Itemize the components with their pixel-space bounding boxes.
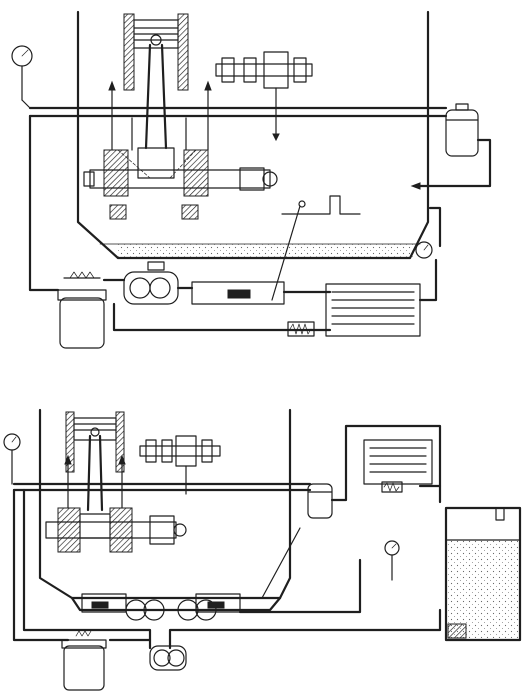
camshaft-top — [215, 51, 313, 142]
pressure-gauge-icon — [11, 45, 33, 109]
scavenge-pumps-bottom — [81, 593, 241, 621]
fine-filter-bottom — [307, 483, 333, 519]
coarse-filter-bottom — [61, 630, 107, 691]
panel-top — [11, 10, 492, 349]
connecting-rod-top — [137, 43, 175, 179]
dipstick-top — [271, 195, 361, 301]
oil-radiator-top — [325, 258, 438, 337]
fine-filter-top — [445, 103, 479, 157]
dipstick-bottom — [261, 527, 301, 599]
relief-valve-top — [287, 321, 315, 337]
sump-oil-top — [118, 244, 414, 258]
cylinder-bottom — [65, 411, 125, 512]
return-line-top — [418, 138, 492, 188]
pressure-pump-bottom — [149, 645, 187, 671]
pressure-gauge-bottom-icon — [3, 433, 21, 485]
crankcase-bottom — [38, 408, 292, 600]
crankshaft-top — [83, 149, 278, 220]
cylinder-top — [123, 13, 189, 91]
crankshaft-bottom — [45, 507, 187, 553]
pressure-gauge-right-icon — [384, 540, 400, 581]
oil-tank-bottom — [444, 506, 522, 642]
oil-strainer-top — [191, 281, 285, 305]
oil-gallery-bottom — [12, 454, 312, 509]
oil-radiator-bottom — [363, 439, 433, 493]
temperature-gauge-icon — [415, 241, 433, 259]
oil-gallery-top — [28, 80, 448, 151]
panel-bottom — [3, 408, 522, 691]
camshaft-bottom — [139, 435, 221, 495]
coarse-filter-top — [57, 271, 107, 349]
oil-pump-top — [123, 261, 179, 305]
